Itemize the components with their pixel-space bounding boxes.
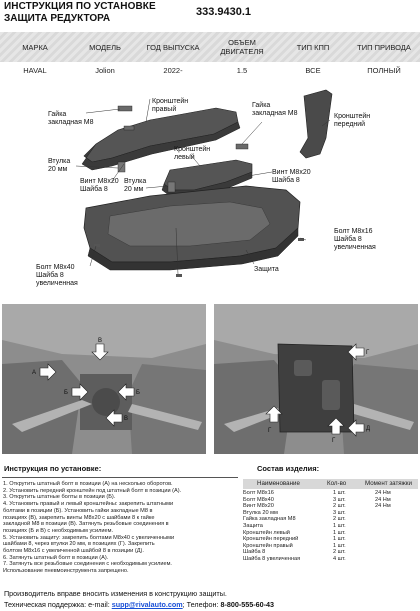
support-email-link[interactable]: supp@rivalauto.com xyxy=(111,600,183,609)
page-header: ИНСТРУКЦИЯ ПО УСТАНОВКЕ ЗАЩИТА РЕДУКТОРА… xyxy=(0,0,420,30)
spec-value-brand: HAVAL xyxy=(23,66,47,75)
marker-d: Д xyxy=(366,426,370,432)
parts-list: Состав изделия: Наименование Кол-во Моме… xyxy=(243,462,418,562)
nut-part-1 xyxy=(117,105,133,112)
nut-part-3 xyxy=(235,143,249,150)
label-nut-m8-top: Гайка закладная М8 xyxy=(252,102,298,117)
label-bolt-16: Болт М8х16 Шайба 8 увеличенная xyxy=(334,228,376,251)
spec-value-model: Jolion xyxy=(95,66,115,75)
spec-value-year: 2022- xyxy=(163,66,183,75)
spec-value-drive: ПОЛНЫЙ xyxy=(367,66,401,75)
vehicle-spec-table: МАРКА МОДЕЛЬ ГОД ВЫПУСКА ОБЪЕМ ДВИГАТЕЛЯ… xyxy=(0,30,420,78)
label-screw-a: Винт М8х20 Шайба 8 xyxy=(80,178,119,193)
marker-g3: Г xyxy=(332,438,336,444)
instruction-step: 2. Установить передний кронштейн под шта… xyxy=(3,487,182,494)
support-phone: 8-800-555-60-43 xyxy=(220,600,274,609)
parts-col-qty: Кол-во xyxy=(327,480,347,487)
label-bolt-40: Болт М8х40 Шайба 8 увеличенная xyxy=(36,264,78,287)
parts-table-header: Наименование Кол-во Момент затяжки xyxy=(243,479,418,489)
instruction-step: болтами в позиции (Б). Установить гайки … xyxy=(3,507,153,514)
parts-col-name: Наименование xyxy=(257,480,300,487)
left-bracket-part xyxy=(163,159,253,191)
footer-support: Техническая поддержка: e-mail: supp@riva… xyxy=(4,600,274,609)
instruction-step: 1. Открутить штатный болт в позиции (А) … xyxy=(3,481,173,487)
marker-a: А xyxy=(32,370,36,376)
product-title: ЗАЩИТА РЕДУКТОРА xyxy=(4,13,111,24)
marker-v1: В xyxy=(98,338,102,344)
label-sleeve-b: Втулка 20 мм xyxy=(124,178,147,193)
instruction-step: позициях (Б и В) с необходимым усилием. xyxy=(3,527,114,534)
nut-part-2 xyxy=(123,125,135,131)
page-footer: Производитель вправе вносить изменения в… xyxy=(4,588,418,610)
diagram-drawing xyxy=(75,89,333,277)
label-bracket-right: Кронштейн правый xyxy=(152,98,189,113)
instruction-step: 3. Открутить штатные болты в позиции (Б)… xyxy=(3,494,116,501)
parts-title: Состав изделия: xyxy=(257,464,320,473)
spec-header-gearbox: ТИП КПП xyxy=(296,42,330,52)
article-code: 333.9430.1 xyxy=(196,6,252,18)
label-bracket-left: Кронштейн левый xyxy=(174,146,211,161)
marker-g1: Г xyxy=(366,350,370,356)
instruction-step: Использование пневмоинструмента запрещен… xyxy=(3,568,129,575)
instruction-step: закладной М8 в позиции (В). Затянуть рез… xyxy=(3,521,169,528)
spec-value-engine: 1.5 xyxy=(236,66,248,75)
instruction-step: 5. Установить защиту: закрепить болтами … xyxy=(3,534,175,541)
instruction-step: 4. Установить правый и левый кронштейны:… xyxy=(3,501,174,508)
instructions-list: 1. Открутить штатный болт в позиции (А) … xyxy=(2,481,238,575)
exploded-diagram: Кронштейн правый Гайка закладная М8 Гайк… xyxy=(0,78,420,300)
spec-header-brand: МАРКА xyxy=(22,42,48,52)
footer-disclaimer: Производитель вправе вносить изменения в… xyxy=(4,589,227,598)
marker-b1: Б xyxy=(64,390,68,396)
sleeve-part-1 xyxy=(117,161,126,173)
label-guard: Защита xyxy=(254,266,279,273)
label-sleeve-20: Втулка 20 мм xyxy=(48,158,71,173)
spec-header-engine: ОБЪЕМ ДВИГАТЕЛЯ xyxy=(220,38,264,56)
label-bracket-front: Кронштейн передний xyxy=(334,113,371,128)
front-bracket-part xyxy=(299,89,333,159)
spec-value-gearbox: ВСЕ xyxy=(305,66,321,75)
spec-header-band xyxy=(0,32,420,62)
instruction-step: 7. Затянуть все резьбовые соединения с н… xyxy=(3,561,172,568)
marker-b2: Б xyxy=(136,390,140,396)
instructions-title: Инструкция по установке: xyxy=(4,464,102,473)
spec-header-model: МОДЕЛЬ xyxy=(89,42,121,52)
instruction-step: 6. Затянуть штатный болт в позиции (А). xyxy=(3,554,109,561)
label-screw-b: Винт М8х20 Шайба 8 xyxy=(272,169,311,184)
doc-title: ИНСТРУКЦИЯ ПО УСТАНОВКЕ xyxy=(4,1,156,12)
parts-col-torque: Момент затяжки xyxy=(365,480,412,487)
marker-v2: В xyxy=(124,416,128,422)
installation-instructions: Инструкция по установке: 1. Открутить шт… xyxy=(2,462,238,575)
marker-g2: Г xyxy=(268,428,272,434)
sleeve-part-2 xyxy=(167,181,176,193)
spec-header-year: ГОД ВЫПУСКА xyxy=(146,42,200,52)
instruction-step: позициях (В), закрепить винты М8х20 с ша… xyxy=(3,514,155,521)
photo-before-install: А Б Б В В xyxy=(2,304,206,454)
spec-header-drive: ТИП ПРИВОДА xyxy=(357,42,411,52)
instruction-step: шайбами 8, через втулки 20 мм, в позиция… xyxy=(3,541,155,548)
photo-after-install: Г Г Г Д xyxy=(214,304,418,454)
label-nut-m8: Гайка закладная М8 xyxy=(48,111,94,126)
instruction-step: болтом М8х16 с увеличенной шайбой 8 в по… xyxy=(3,548,144,555)
